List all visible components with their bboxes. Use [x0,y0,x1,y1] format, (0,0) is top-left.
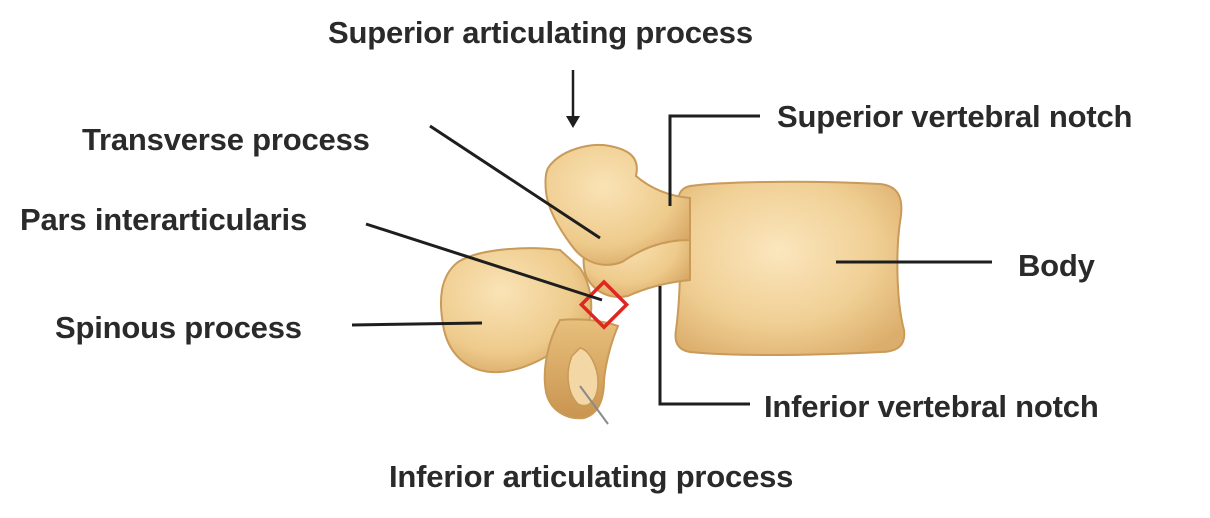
label-pars-interarticularis: Pars interarticularis [20,204,307,235]
label-inferior-articulating-process: Inferior articulating process [389,461,793,492]
label-superior-vertebral-notch: Superior vertebral notch [777,101,1132,132]
label-transverse-process: Transverse process [82,124,370,155]
label-superior-articulating-process: Superior articulating process [328,17,753,48]
label-body: Body [1018,250,1095,281]
label-spinous-process: Spinous process [55,312,302,343]
superior-articulating-arrowhead [566,116,580,128]
spinous-process-leader [352,323,482,325]
label-inferior-vertebral-notch: Inferior vertebral notch [764,391,1099,422]
vertebral-body-shape [676,182,905,355]
